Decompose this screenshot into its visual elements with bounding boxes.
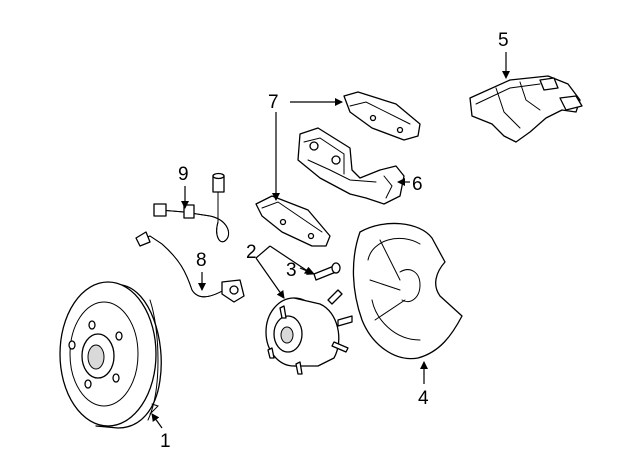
leader-2-stud — [255, 245, 271, 259]
callout-3[interactable]: 3 — [286, 260, 297, 281]
brake-rotor-part[interactable] — [59, 281, 162, 429]
brake-pads-part[interactable] — [255, 91, 421, 247]
callout-6[interactable]: 6 — [412, 174, 423, 195]
brake-hose-part[interactable] — [153, 172, 230, 243]
hub-bearing-part[interactable] — [265, 289, 353, 375]
leader-2-hub — [255, 257, 285, 299]
caliper-part[interactable] — [469, 75, 583, 143]
callout-8[interactable]: 8 — [196, 250, 207, 271]
callout-7[interactable]: 7 — [268, 92, 279, 113]
callout-5[interactable]: 5 — [498, 30, 509, 51]
leader-3 — [299, 267, 315, 275]
callout-2[interactable]: 2 — [246, 242, 257, 263]
callout-labels: 1 2 3 4 5 6 7 8 9 — [160, 30, 509, 452]
splash-shield-part[interactable] — [352, 222, 463, 360]
leader-1 — [151, 413, 163, 429]
callout-4[interactable]: 4 — [418, 388, 429, 409]
wheel-stud-part[interactable] — [313, 262, 341, 281]
leader-lines — [151, 52, 510, 429]
callout-9[interactable]: 9 — [178, 164, 189, 185]
callout-1[interactable]: 1 — [160, 431, 171, 452]
speed-sensor-harness-part[interactable] — [135, 231, 245, 303]
caliper-bracket-part[interactable] — [297, 127, 405, 205]
leader-2-stem — [269, 245, 313, 275]
